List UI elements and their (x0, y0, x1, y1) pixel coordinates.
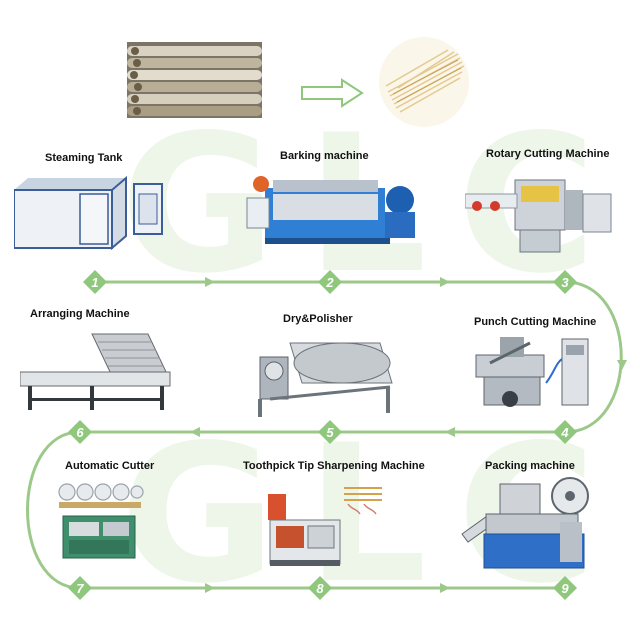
steaming-tank-icon (14, 175, 163, 251)
toothpick-bundle-icon (379, 37, 469, 127)
arrowhead (205, 277, 215, 287)
arrowhead (617, 360, 627, 370)
arrowhead (205, 583, 215, 593)
flow-curve-left (26, 430, 81, 590)
flow-curve-right (564, 280, 623, 434)
step-label-1: Steaming Tank (45, 152, 123, 164)
arranging-machine-icon (20, 333, 171, 410)
arrowhead (440, 583, 450, 593)
arrowhead (190, 427, 200, 437)
step-label-8: Toothpick Tip Sharpening Machine (243, 460, 425, 472)
automatic-cutter-icon (58, 483, 144, 559)
svg-text:1: 1 (91, 275, 98, 290)
step-badge-3: 3 (553, 270, 577, 294)
hollow-arrow-icon (301, 78, 364, 108)
arrowhead (445, 427, 455, 437)
step-badge-1: 1 (83, 270, 107, 294)
step-label-2: Barking machine (280, 150, 369, 162)
svg-text:3: 3 (561, 275, 569, 290)
step-badge-5: 5 (318, 420, 342, 444)
svg-text:2: 2 (325, 275, 334, 290)
svg-text:7: 7 (76, 581, 84, 596)
step-badge-6: 6 (68, 420, 92, 444)
step-label-5: Dry&Polisher (283, 313, 353, 325)
svg-text:5: 5 (326, 425, 334, 440)
step-label-7: Automatic Cutter (65, 460, 155, 472)
step-badge-7: 7 (68, 576, 92, 600)
packing-machine-icon (461, 477, 589, 569)
svg-text:6: 6 (76, 425, 84, 440)
step-label-6: Arranging Machine (30, 308, 130, 320)
step-label-4: Punch Cutting Machine (474, 316, 597, 328)
dry-polisher-icon (258, 342, 393, 417)
arrowhead (440, 277, 450, 287)
log-pile-icon (127, 42, 262, 118)
step-label-3: Rotary Cutting Machine (486, 148, 610, 160)
rotary-cutting-machine-icon (465, 179, 612, 253)
step-label-9: Packing machine (485, 460, 575, 472)
svg-text:8: 8 (316, 581, 324, 596)
step-badges: 1 2 3 4 5 6 7 8 9 (68, 270, 577, 600)
svg-text:9: 9 (561, 581, 569, 596)
step-badge-4: 4 (553, 420, 577, 444)
punch-cutting-machine-icon (475, 337, 589, 407)
step-badge-8: 8 (308, 576, 332, 600)
svg-text:4: 4 (560, 425, 569, 440)
toothpick-tip-sharpening-machine-icon (268, 487, 382, 566)
step-badge-2: 2 (318, 270, 342, 294)
step-badge-9: 9 (553, 576, 577, 600)
barking-machine-icon (246, 176, 415, 244)
